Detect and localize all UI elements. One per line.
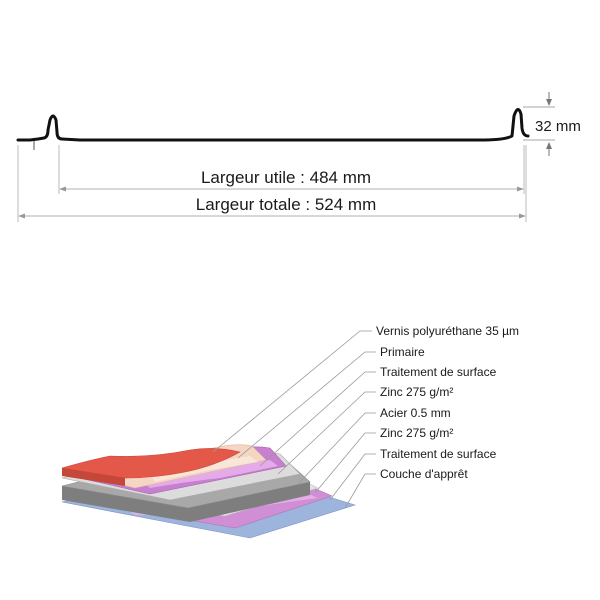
layer-label: Traitement de surface [380, 447, 497, 461]
total-width-label: Largeur totale : 524 mm [196, 195, 376, 214]
useful-width-dimension: Largeur utile : 484 mm [58, 145, 525, 194]
height-label: 32 mm [535, 118, 581, 135]
layer-labels: Vernis polyuréthane 35 µm Primaire Trait… [376, 324, 519, 481]
layer-surface-treatment-top-stripe [140, 460, 278, 488]
leader-line-4 [277, 391, 376, 475]
layer-label: Primaire [380, 345, 425, 359]
layer-label: Vernis polyuréthane 35 µm [376, 324, 519, 338]
layer-varnish-top [61, 448, 241, 479]
leader-line-3 [259, 371, 376, 467]
layer-label: Zinc 275 g/m² [380, 426, 453, 440]
leader-line-5 [297, 412, 376, 485]
layer-label: Traitement de surface [380, 365, 497, 379]
layer-label: Zinc 275 g/m² [380, 385, 453, 399]
layer-primer-stripe [150, 456, 258, 482]
leader-line-2 [237, 351, 376, 459]
panel-profile [16, 108, 530, 150]
leader-line-6 [314, 432, 376, 494]
layer-steel [62, 482, 310, 522]
layer-varnish [62, 468, 125, 486]
leader-line-7 [329, 453, 376, 501]
leader-line-8 [344, 473, 376, 509]
layer-leader-lines [212, 330, 376, 509]
profile-outline [16, 108, 530, 142]
height-dimension: 32 mm [523, 92, 581, 156]
useful-width-label: Largeur utile : 484 mm [201, 168, 371, 187]
total-width-dimension: Largeur totale : 524 mm [17, 145, 527, 222]
layer-label: Couche d'apprêt [380, 467, 468, 481]
layer-stack-illustration [61, 444, 357, 539]
leader-line-1 [212, 330, 372, 453]
layer-label: Acier 0.5 mm [380, 406, 451, 420]
